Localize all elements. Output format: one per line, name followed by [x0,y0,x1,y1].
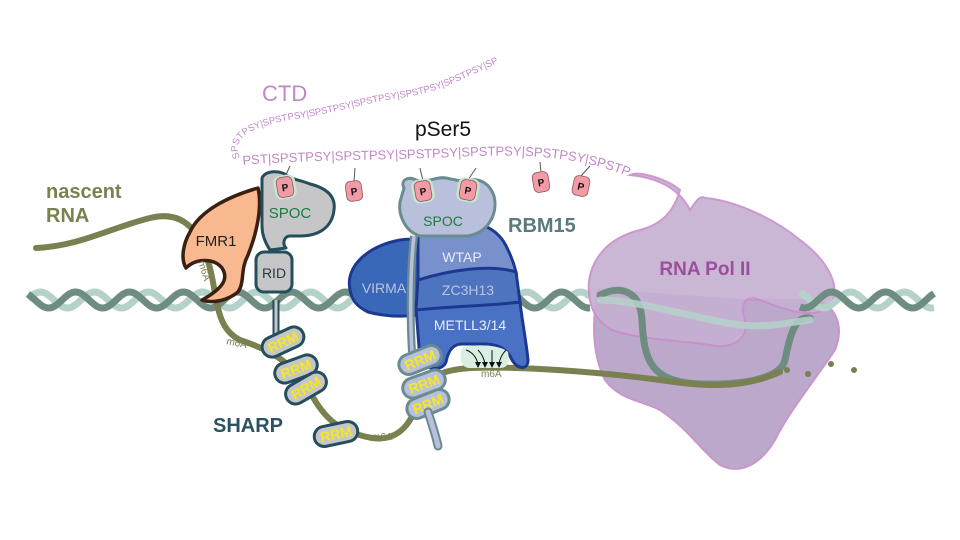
rna-dot [851,367,857,373]
phosphate-shape [413,180,433,202]
phosphate-label: P [281,182,290,194]
phosphate-tether [419,167,424,182]
nascent-rna-label-line2: RNA [46,205,89,227]
phosphate-label: P [350,187,358,199]
coding-dna-strand [596,296,814,330]
phosphate-group: P [456,177,480,203]
fmr1-protein: FMR1 m6A [181,186,262,304]
rrm-shape [397,344,443,376]
methylation-arrowheads [475,362,502,368]
arrowhead-icon [475,362,481,368]
phosphate-label: P [463,185,472,197]
sharp-rrm-domain: RRM [284,370,328,406]
phosphate-shape [531,171,551,193]
rbm15-spoc-label: SPOC [423,213,463,229]
phosphate-label: P [537,177,546,189]
sharp-spoc-label: SPOC [269,205,312,222]
rna-dot [805,371,811,377]
phosphate-group: P [344,180,364,202]
sharp-label: SHARP [213,415,283,437]
sharp-rrm-domain: RRM [312,420,360,448]
arrowhead-icon [482,362,488,368]
m6a-label-sharp-upper: m6A [225,336,248,351]
ctd-label: CTD [262,81,307,106]
wtap-shape [416,224,519,283]
pser5-label: pSer5 [415,118,471,141]
rbm15-linker-inner [408,235,416,353]
rna-exit-dots [784,361,857,377]
dna-helix-right [798,288,936,312]
rrm-shape [260,325,306,359]
virma-label: VIRMA [362,280,407,296]
phosphate-tether [539,161,542,173]
phosphate-shape [571,175,591,197]
phosphate-tether [580,165,591,177]
arrowhead-icon [496,362,502,368]
zc3h13-label: ZC3H13 [442,282,494,298]
sharp-rrm-domain: RRM [260,325,306,359]
ctd-lower-sequence-path: PST|SPSTPSY|SPSTPSY|SPSTPSY|SPSTPSY|SPST… [0,0,633,179]
ctd-lower-sequence: PST|SPSTPSY|SPSTPSY|SPSTPSY|SPSTPSY|SPST… [0,0,633,179]
phosphate-tether [467,167,477,181]
rrm-label: RRM [319,423,354,445]
rbm15-tail-inner [425,409,441,449]
phosphate-shape [275,176,295,198]
rbm15-label: RBM15 [508,215,576,237]
phosphate-group: P [571,175,591,197]
phosphate-group: P [531,171,551,193]
rna-dot [828,361,834,367]
rna-dot [784,367,790,373]
wtap-label: WTAP [442,249,481,265]
metll-shape [414,300,530,370]
rna-pol-ii-label: RNA Pol II [659,259,750,280]
phosphate-label: P [419,186,428,198]
m6a-writer-complex: VIRMA METLL3/14 ZC3H13 WTAP [347,224,530,370]
phosphate-group: P [411,178,435,204]
rrm-shape [312,420,360,448]
sharp-rid-label: RID [262,265,286,281]
fmr1-label: FMR1 [196,233,237,250]
fmr1-shape [181,186,262,304]
phosphate-group: P [273,174,297,200]
sharp-rid-domain [254,250,294,294]
metll-label: METLL3/14 [434,317,507,333]
nascent-rna-label-line1: nascent [46,181,122,203]
m6a-label-sharp-lower: m6A [372,432,393,443]
rrm-shape [284,370,328,406]
phosphate-label: P [576,181,585,193]
m6a-label-metll: m6A [481,369,502,380]
rrm-shape [273,353,319,385]
phosphate-shape [458,179,478,201]
phosphate-shape [344,180,364,202]
arrowhead-icon [489,362,495,368]
phosphate-tether [353,167,356,182]
dna-dark-strand [798,288,936,312]
